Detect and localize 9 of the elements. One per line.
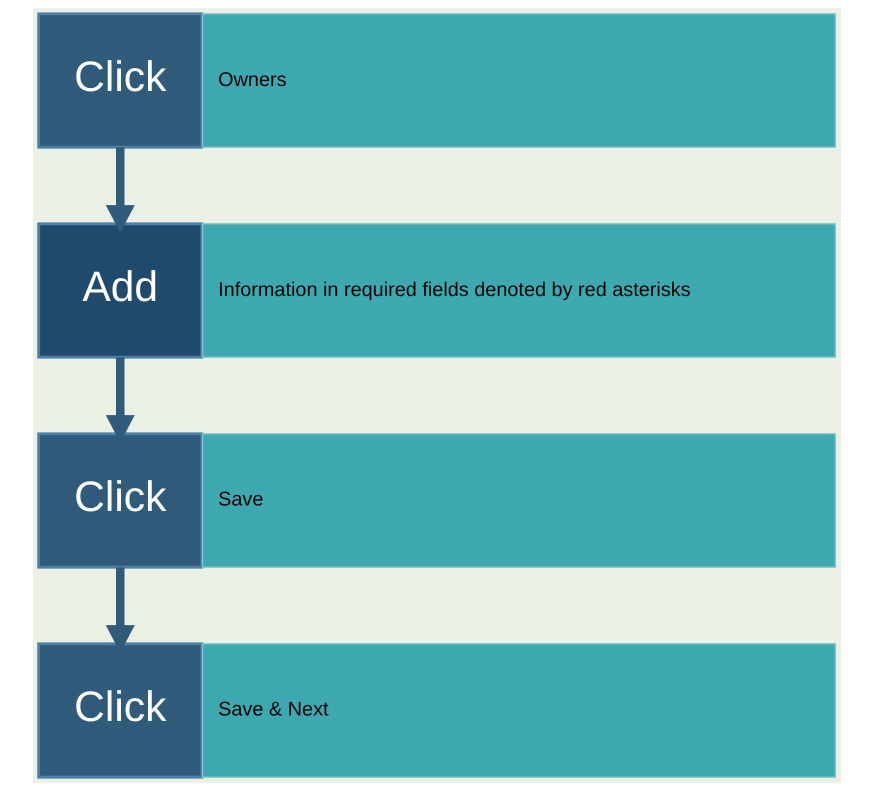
node-box: Save: [202, 433, 836, 568]
node-box: Click: [37, 432, 204, 569]
node-box: Information in required fields denoted by red asterisks: [202, 223, 836, 358]
node-box: Save & Next: [202, 643, 836, 778]
node-box: Click: [37, 12, 204, 149]
arrow: [106, 148, 135, 233]
node-box: Click: [37, 642, 204, 779]
node-box: Add: [37, 222, 204, 359]
node-box: Owners: [202, 13, 836, 148]
